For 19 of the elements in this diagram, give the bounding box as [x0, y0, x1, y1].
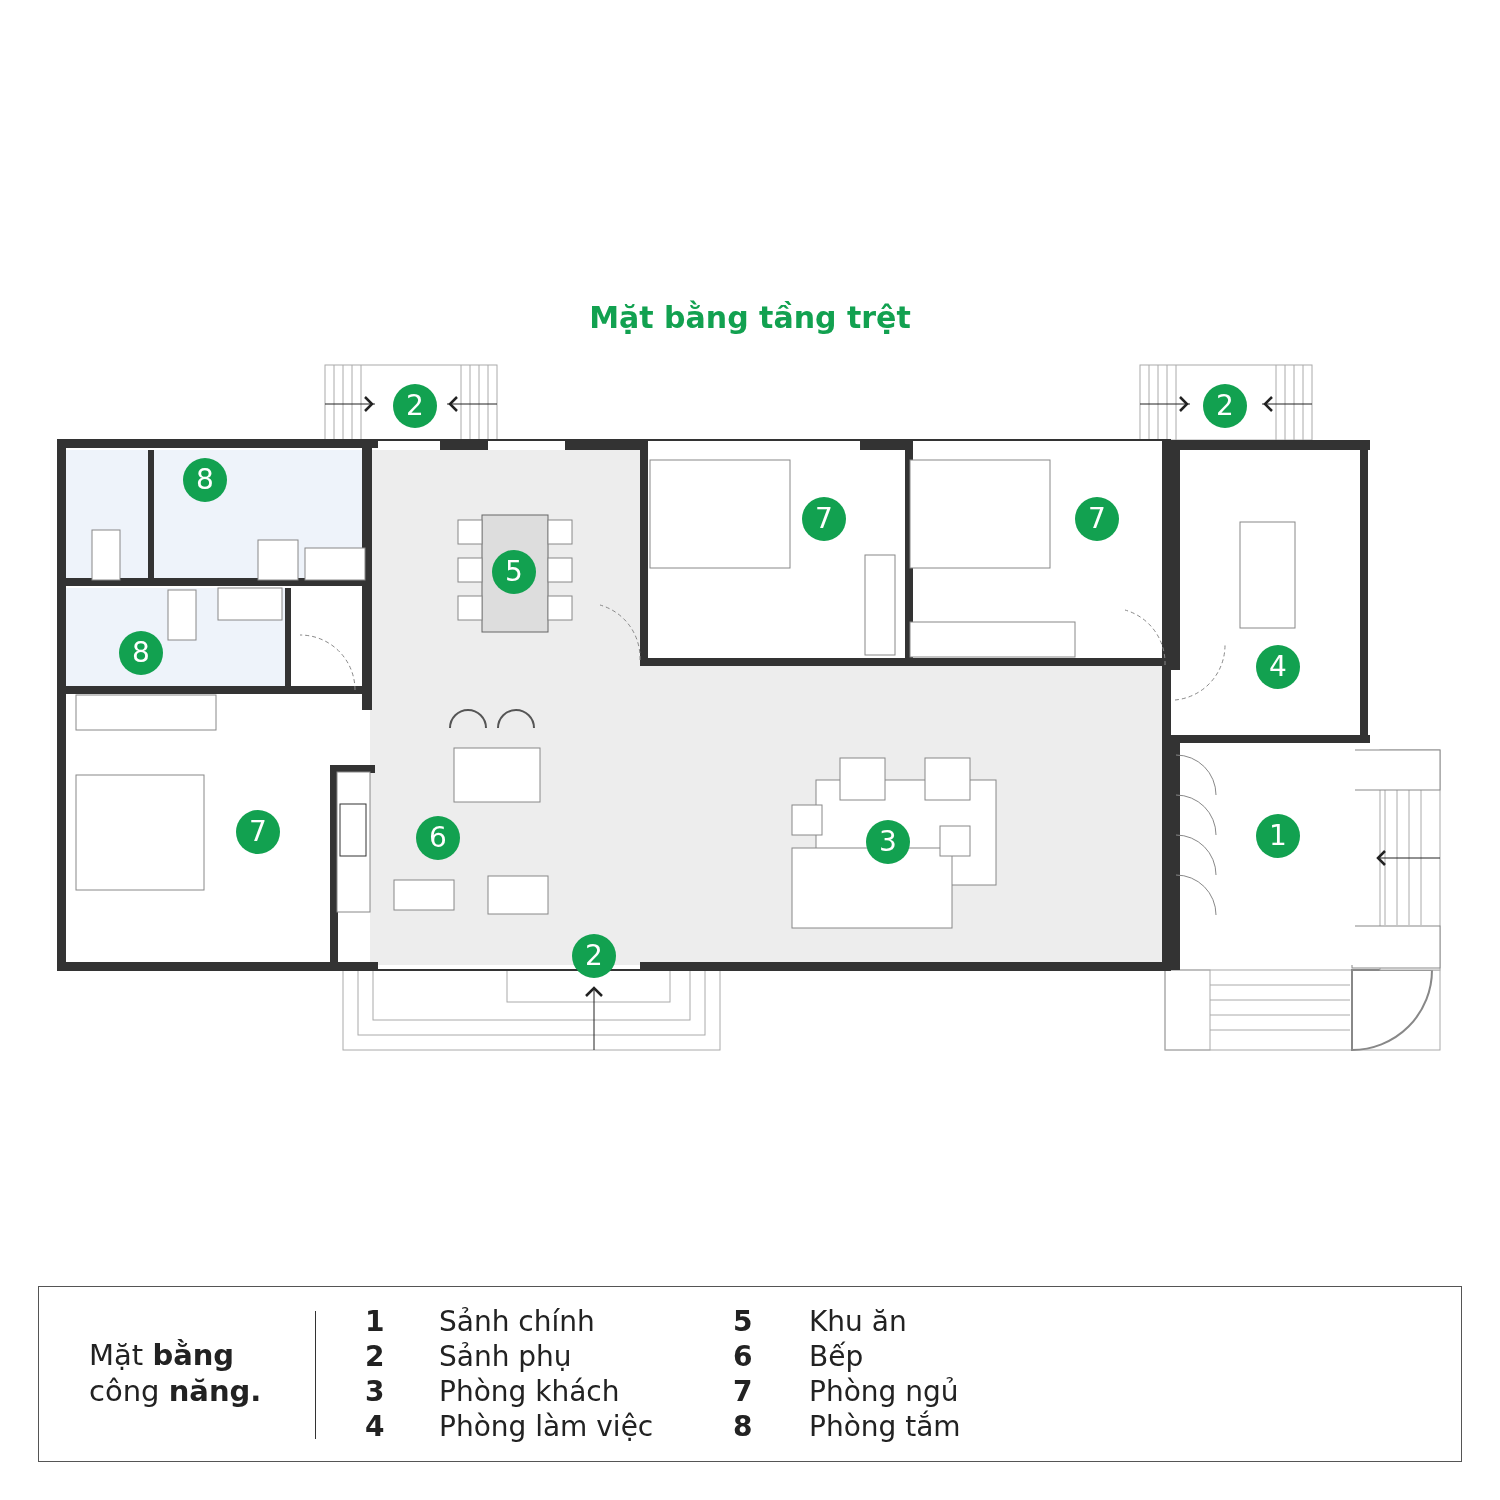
legend-text: Sảnh chính [439, 1305, 595, 1338]
legend-text: Sảnh phụ [439, 1340, 572, 1373]
legend-number: 5 [733, 1305, 753, 1338]
legend-text: Phòng ngủ [809, 1375, 959, 1408]
legend-text: Phòng khách [439, 1375, 620, 1408]
legend-number: 2 [365, 1340, 385, 1373]
legend-number: 3 [365, 1375, 385, 1408]
legend-number: 1 [365, 1305, 385, 1338]
legend-panel [38, 1286, 1462, 1462]
legend-heading: Mặt bằng công năng. [89, 1337, 263, 1409]
legend-number: 6 [733, 1340, 753, 1373]
diagram-title: Mặt bằng tầng trệt [588, 300, 912, 335]
legend-text: Bếp [809, 1340, 864, 1373]
legend-number: 4 [365, 1410, 385, 1443]
legend-text: Phòng làm việc [439, 1410, 654, 1443]
legend-text: Phòng tắm [809, 1410, 961, 1443]
legend-number: 7 [733, 1375, 753, 1408]
legend-text: Khu ăn [809, 1305, 907, 1338]
legend-number: 8 [733, 1410, 753, 1443]
